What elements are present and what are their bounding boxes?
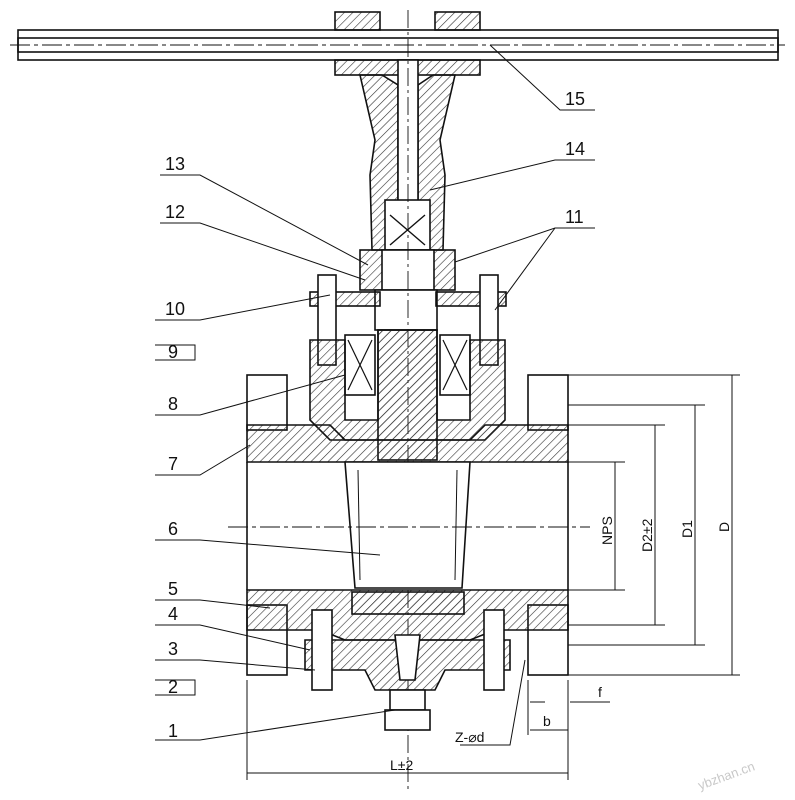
dim-b: b [543,713,551,729]
part-label-7: 7 [168,454,178,474]
dimension-labels: L±2 NPS D2±2 D1 D f b Z-⌀d [390,516,732,773]
part-label-9: 9 [168,342,178,362]
dim-length: L±2 [390,757,413,773]
dim-bolt-holes: Z-⌀d [455,729,484,745]
part-label-3: 3 [168,639,178,659]
dim-d: D [716,522,732,532]
dim-d2: D2±2 [639,518,655,552]
part-labels: 15 14 13 12 11 10 9 8 7 6 5 4 3 2 1 [165,89,585,741]
dimension-lines [246,374,740,780]
part-label-2: 2 [168,677,178,697]
dim-f: f [598,684,602,700]
leader-lines [155,44,595,746]
part-label-5: 5 [168,579,178,599]
dim-d1: D1 [679,520,695,538]
part-label-8: 8 [168,394,178,414]
watermark: ybzhan.cn [696,758,757,792]
part-label-1: 1 [168,721,178,741]
part-label-10: 10 [165,299,185,319]
part-label-13: 13 [165,154,185,174]
part-label-4: 4 [168,604,178,624]
valve-body [228,374,590,731]
yoke [358,10,457,790]
part-label-12: 12 [165,202,185,222]
part-label-15: 15 [565,89,585,109]
gland-assembly [309,274,507,461]
part-label-11: 11 [565,207,584,227]
dim-nps: NPS [599,516,615,545]
part-label-6: 6 [168,519,178,539]
part-label-14: 14 [565,139,585,159]
